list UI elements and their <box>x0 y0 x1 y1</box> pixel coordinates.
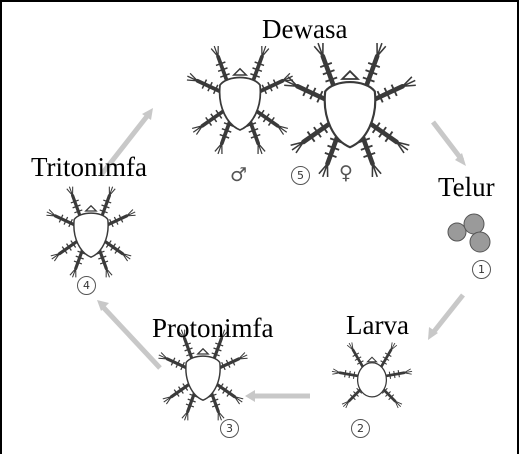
mite-icon <box>331 341 412 409</box>
stage-number-badge: 1 <box>472 260 491 279</box>
mite-icon <box>45 185 137 278</box>
cycle-arrow-icon <box>245 390 310 402</box>
stage-number-badge: 5 <box>291 166 310 185</box>
cycle-arrow-icon <box>428 295 463 340</box>
label-larva: Larva <box>346 312 409 339</box>
cycle-arrow-icon <box>97 300 160 368</box>
stage-number-badge: 3 <box>220 419 239 438</box>
label-adult: Dewasa <box>262 16 347 43</box>
stage-number-badge: 4 <box>77 276 96 295</box>
male-symbol-icon: ♂ <box>230 166 247 185</box>
label-tritonymph: Tritonimfa <box>31 154 147 181</box>
female-symbol-icon: ♀ <box>339 164 353 183</box>
mite-icon <box>185 44 294 155</box>
stage-number-badge: 2 <box>351 419 370 438</box>
label-egg: Telur <box>438 174 495 201</box>
egg-cluster-icon <box>448 214 490 252</box>
cycle-arrow-icon <box>433 122 466 166</box>
mite-icon <box>282 41 418 179</box>
label-protonymph: Protonimfa <box>152 315 274 342</box>
